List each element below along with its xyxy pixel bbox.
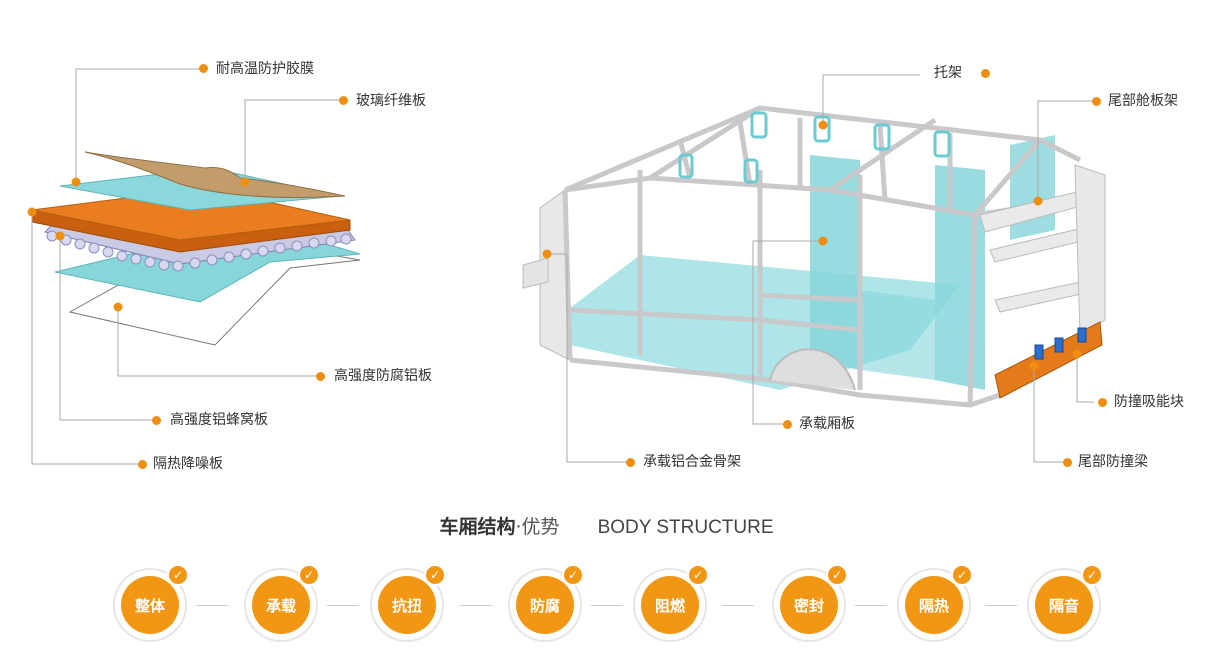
feature-heat-insulation: 隔热 ✓ xyxy=(897,564,973,642)
label-fiberglass-board: 玻璃纤维板 xyxy=(356,93,426,109)
feature-integral: 整体 ✓ xyxy=(113,564,189,642)
body-frame xyxy=(522,105,1106,408)
feature-torsion-resistant: 抗扭 ✓ xyxy=(370,564,446,642)
feature-label: 隔音 xyxy=(1035,576,1093,634)
feature-label: 防腐 xyxy=(516,576,574,634)
feature-anti-corrosion: 防腐 ✓ xyxy=(508,564,584,642)
tail-beam-label-dot xyxy=(1063,458,1072,467)
check-icon: ✓ xyxy=(826,564,848,586)
feature-connector xyxy=(985,605,1017,606)
feature-label: 整体 xyxy=(121,576,179,634)
layer-stack xyxy=(31,151,361,346)
check-icon: ✓ xyxy=(298,564,320,586)
right-marker-dots xyxy=(542,120,1082,371)
label-aluminum-frame: 承载铝合金骨架 xyxy=(643,454,741,470)
label-tail-shelf: 尾部舱板架 xyxy=(1108,93,1178,109)
check-icon: ✓ xyxy=(951,564,973,586)
label-honeycomb-panel: 高强度铝蜂窝板 xyxy=(170,412,268,428)
feature-label: 抗扭 xyxy=(378,576,436,634)
right-leader-lines xyxy=(547,74,1096,463)
label-tail-beam: 尾部防撞梁 xyxy=(1078,454,1148,470)
feature-connector xyxy=(591,605,623,606)
label-aluminum-plate: 高强度防腐铝板 xyxy=(334,368,432,384)
frame-label-dot xyxy=(626,458,635,467)
insulation-label-dot xyxy=(138,460,147,469)
feature-label: 承载 xyxy=(252,576,310,634)
bracket-label-dot xyxy=(981,69,990,78)
feature-label: 隔热 xyxy=(905,576,963,634)
feature-connector xyxy=(196,605,228,606)
film-label-dot xyxy=(199,64,208,73)
label-load-floor: 承载厢板 xyxy=(799,416,855,432)
feature-load-bearing: 承载 ✓ xyxy=(244,564,320,642)
honeycomb-label-dot xyxy=(152,416,161,425)
feature-connector xyxy=(722,605,754,606)
check-icon: ✓ xyxy=(167,564,189,586)
tail-shelf-label-dot xyxy=(1092,97,1101,106)
feature-sound-insulation: 隔音 ✓ xyxy=(1027,564,1103,642)
check-icon: ✓ xyxy=(1081,564,1103,586)
section-heading: 车厢结构·优势 BODY STRUCTURE xyxy=(0,512,1213,539)
feature-connector xyxy=(327,605,359,606)
feature-label: 阻燃 xyxy=(641,576,699,634)
floor-label-dot xyxy=(783,420,792,429)
label-protective-film: 耐高温防护胶膜 xyxy=(216,61,314,77)
label-bracket: 托架 xyxy=(934,65,962,81)
heading-en: BODY STRUCTURE xyxy=(597,517,774,538)
feature-label: 密封 xyxy=(780,576,838,634)
feature-flame-retardant: 阻燃 ✓ xyxy=(633,564,709,642)
check-icon: ✓ xyxy=(424,564,446,586)
left-marker-dots xyxy=(27,177,250,312)
check-icon: ✓ xyxy=(687,564,709,586)
feature-connector xyxy=(460,605,492,606)
label-insulation-board: 隔热降噪板 xyxy=(153,456,223,472)
check-icon: ✓ xyxy=(562,564,584,586)
fiberglass-label-dot xyxy=(339,96,348,105)
heading-separator: · xyxy=(515,516,522,538)
energy-block-label-dot xyxy=(1098,398,1107,407)
heading-cn-advantage: 优势 xyxy=(521,516,560,538)
al-plate-label-dot xyxy=(316,372,325,381)
left-leader-lines xyxy=(31,68,343,465)
feature-connector xyxy=(855,605,887,606)
heading-cn: 车厢结构 xyxy=(439,516,516,538)
label-energy-absorber: 防撞吸能块 xyxy=(1114,394,1184,410)
feature-sealing: 密封 ✓ xyxy=(772,564,848,642)
